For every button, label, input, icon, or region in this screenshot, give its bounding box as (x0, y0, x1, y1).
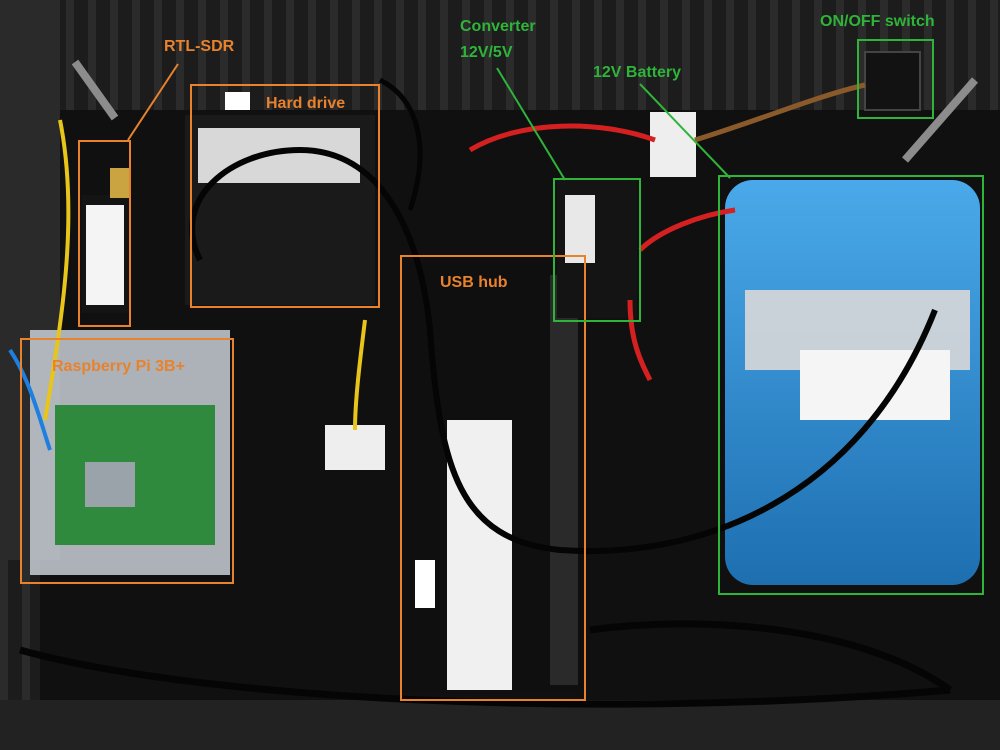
battery-pointer (639, 83, 731, 179)
rtl-sdr-connector (110, 168, 130, 198)
rtl-sdr-pointer (127, 63, 179, 141)
converter-label-line1: Converter (460, 18, 536, 35)
case-bottom-rim (0, 700, 1000, 750)
battery-label: 12V Battery (593, 64, 682, 81)
usb-hub-grip (550, 275, 578, 685)
switch-box (857, 39, 934, 119)
usb3-cable (589, 620, 953, 693)
raspberry-pi-box (20, 338, 234, 584)
bolt-left (71, 59, 119, 121)
battery-sticker (800, 350, 950, 420)
usb-cable-battery (189, 146, 938, 554)
converter-pointer (496, 67, 566, 181)
bolt-right (901, 77, 979, 163)
battery-box (718, 175, 984, 595)
red-wire-battery (638, 207, 736, 252)
blue-wire-left (8, 348, 52, 451)
rtl-sdr-label: RTL-SDR (164, 38, 235, 55)
usb-hub-label-text: USB hub (440, 274, 508, 291)
converter-label (565, 195, 595, 263)
terminal-block-top (650, 112, 696, 177)
pi-heatsink (85, 462, 135, 507)
red-wire-top (468, 123, 656, 153)
usb-hub-label (447, 420, 512, 690)
hard-drive-label-text: Hard drive (266, 95, 346, 112)
hard-drive-box (190, 84, 380, 308)
hard-drive-tag (225, 92, 250, 110)
converter-label-line2: 12V/5V (460, 44, 513, 61)
cable-top (378, 77, 423, 211)
brown-wire (694, 82, 866, 143)
terminal-block-middle (325, 425, 385, 470)
usb-hub-tag (415, 560, 435, 608)
rtl-sdr-box (78, 140, 131, 327)
usb-hub-box (400, 255, 586, 701)
switch-label: ON/OFF switch (820, 13, 935, 30)
switch-body (864, 51, 921, 111)
yellow-wire-middle (353, 319, 367, 431)
rtl-sdr-label (86, 205, 124, 305)
red-wire-converter (627, 299, 653, 382)
yellow-wire-left (43, 119, 71, 421)
converter-box (553, 178, 641, 322)
raspberry-pi-label: Raspberry Pi 3B+ (52, 358, 185, 375)
